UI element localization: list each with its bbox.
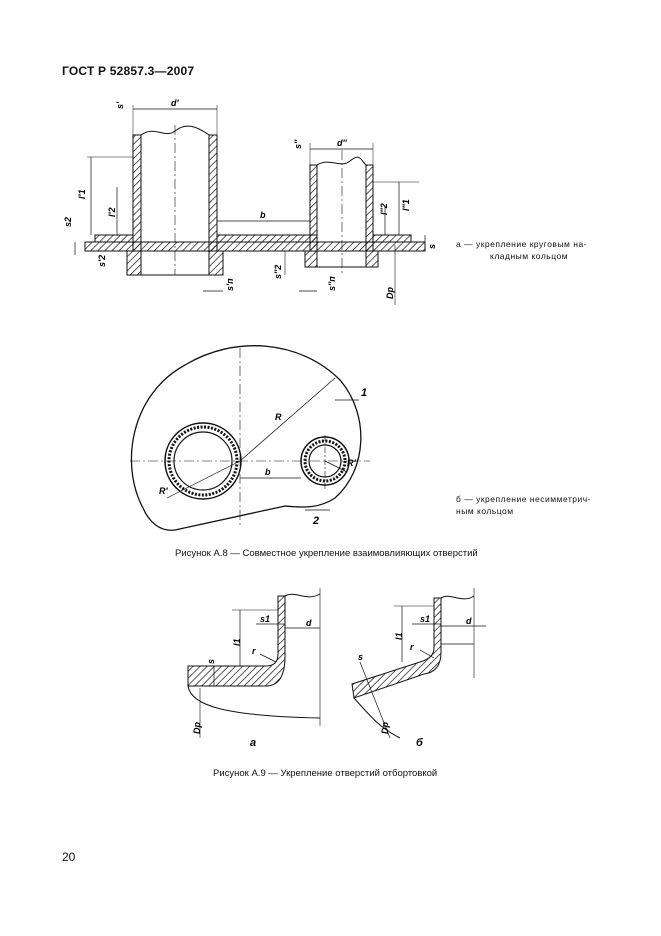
note-b: б — укрепление несимметрич- ным кольцом xyxy=(456,493,606,517)
a9a-label-d: d xyxy=(306,618,312,628)
caption-figure-a8: Рисунок А.8 — Совместное укрепление взаи… xyxy=(175,548,478,559)
caption-figure-a9: Рисунок А.9 — Укрепление отверстий отбор… xyxy=(213,768,438,779)
a9a-label-r: r xyxy=(252,646,256,656)
label-l2-dprime: l''2 xyxy=(379,203,389,215)
figure-a9b: s1 d l1 s r Dp б xyxy=(351,588,486,748)
a9a-label-s1: s1 xyxy=(260,614,270,624)
label-sn-dprime: s''п xyxy=(327,276,337,291)
a9a-label-s: s xyxy=(206,659,216,664)
a9b-label-d: d xyxy=(466,616,472,626)
a9a-label-dp: Dp xyxy=(192,722,202,734)
label-dp: Dp xyxy=(385,287,395,299)
label-s-prime: s' xyxy=(115,101,125,109)
figure-a8a-section: s' d' s'' d'' l'1 l'2 b l''2 l''1 s2 s'2… xyxy=(63,98,437,305)
right-nozzle-wall-right xyxy=(365,164,374,252)
a9b-label-s1: s1 xyxy=(420,614,430,624)
note-a-line-1: а — укрепление круговым на- xyxy=(456,239,588,249)
figure-a9a: s1 d l1 s r Dp а xyxy=(187,588,321,748)
left-nozzle-wall-right xyxy=(208,134,218,252)
a9b-label-dp: Dp xyxy=(380,722,390,734)
label-s2-prime: s'2 xyxy=(97,255,107,267)
label-d-prime: d' xyxy=(171,98,179,108)
label-d-dprime: d'' xyxy=(337,138,348,148)
figure-a8b-plan: 1 2 R R' R'' b xyxy=(130,345,370,531)
a9b-label-s: s xyxy=(358,652,363,662)
label-s: s xyxy=(427,244,437,249)
label-b: b xyxy=(260,210,266,220)
label-s-dprime: s'' xyxy=(293,139,303,149)
label-s2-dprime: s''2 xyxy=(273,265,283,279)
ring-label-1: 1 xyxy=(361,387,367,399)
note-b-line-2: ным кольцом xyxy=(456,506,514,516)
left-nozzle-wall-left xyxy=(132,134,142,252)
label-r-big: R xyxy=(275,412,282,422)
a9b-label-r: r xyxy=(410,642,414,652)
note-b-line-1: б — укрепление несимметрич- xyxy=(456,494,592,504)
reinforcing-ring-outline xyxy=(130,345,362,531)
note-a: а — укрепление круговым на- кладным коль… xyxy=(456,238,606,262)
page-number: 20 xyxy=(62,850,76,864)
a9a-label-l1: l1 xyxy=(232,638,242,646)
label-l1-prime: l'1 xyxy=(77,189,87,199)
right-nozzle-wall-left xyxy=(309,164,318,252)
document-header: ГОСТ Р 52857.3—2007 xyxy=(62,64,195,78)
label-sn-prime: s'п xyxy=(225,278,235,291)
a9b-label-l1: l1 xyxy=(394,632,404,640)
label-l2-prime: l'2 xyxy=(107,207,117,217)
label-r-prime: R' xyxy=(159,486,168,496)
shell-plate xyxy=(84,241,426,252)
label-l1-dprime: l''1 xyxy=(401,199,411,211)
label-s2: s2 xyxy=(63,217,73,227)
label-r-dprime: R'' xyxy=(347,458,359,468)
label-b-plan: b xyxy=(265,467,271,477)
a9a-view-label: а xyxy=(250,737,256,748)
note-a-line-2: кладным кольцом xyxy=(490,251,569,261)
ring-label-2: 2 xyxy=(312,515,319,527)
a9b-view-label: б xyxy=(416,737,424,748)
